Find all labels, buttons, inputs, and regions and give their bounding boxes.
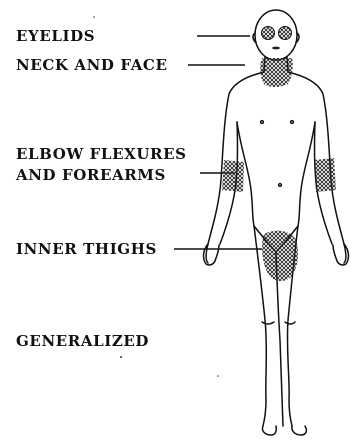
left-eye-patch (262, 27, 275, 40)
leader-lines (174, 36, 262, 249)
right-elbow-patch (314, 158, 336, 192)
inner-thigh-patch (262, 231, 298, 281)
neck-face-patch (260, 58, 293, 87)
right-eye-patch (279, 27, 292, 40)
left-elbow-patch (222, 160, 244, 192)
